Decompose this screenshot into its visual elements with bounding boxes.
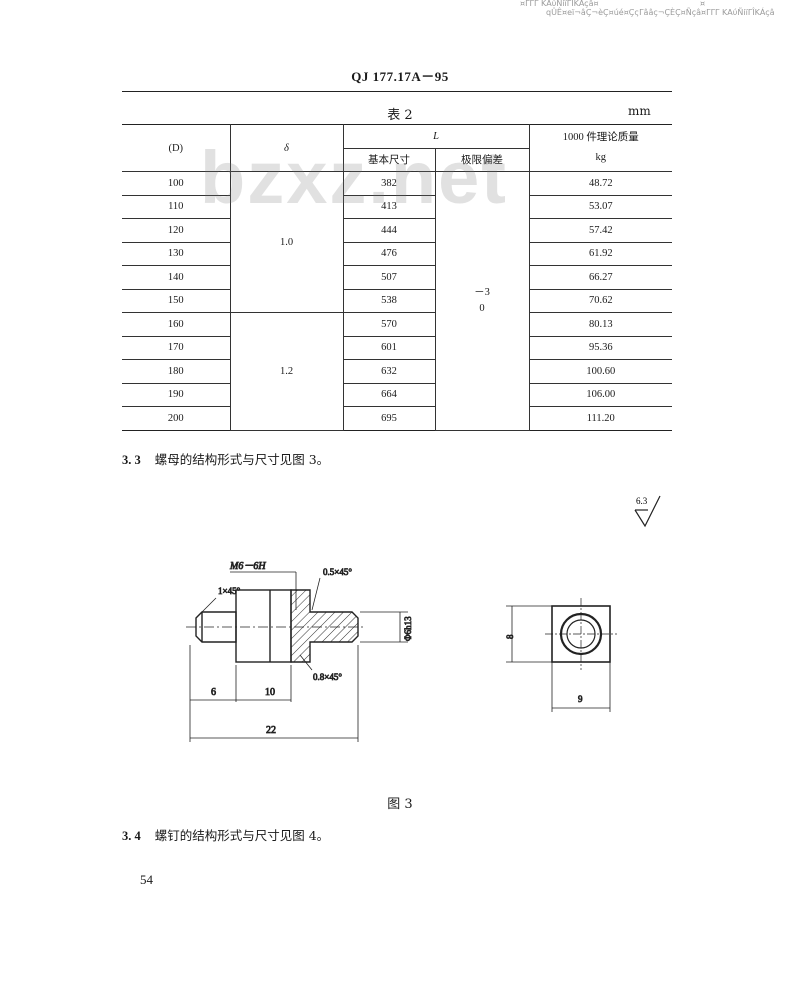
header-garbled-line1: ¤ΓΓΓ ΚΑύÑiïΓÎΚÁçâ¤ bbox=[520, 0, 599, 8]
table-row: 160 1.2 570 80.13 bbox=[122, 312, 672, 431]
cell-d: 170 bbox=[122, 335, 231, 360]
table-title: 表 2 bbox=[387, 108, 413, 123]
table-row: 190 664 106.00 bbox=[122, 382, 672, 407]
watermark: bzxz.net bbox=[200, 136, 508, 219]
deviation-lower: 0 bbox=[479, 302, 485, 314]
label-chamfer-top: 0.5×45° bbox=[323, 567, 352, 577]
section-3-4-text: 螺钉的结构形式与尺寸见图 4。 bbox=[154, 828, 330, 843]
cell-basic: 538 bbox=[342, 288, 436, 313]
label-chamfer-bottom: 0.8×45° bbox=[313, 672, 342, 682]
roughness-symbol: 6.3 bbox=[634, 495, 661, 528]
page-number: 54 bbox=[140, 872, 153, 887]
header-mass: 1000 件理论质量 kg bbox=[528, 124, 672, 172]
cell-basic: 664 bbox=[342, 382, 436, 407]
section-3-3-text: 螺母的结构形式与尺寸见图 3。 bbox=[154, 452, 330, 467]
cell-d: 150 bbox=[122, 288, 231, 313]
standard-code: QJ 177.17A－95 bbox=[351, 69, 449, 84]
cell-deviation: －3 0 bbox=[434, 171, 530, 431]
cell-basic: 444 bbox=[342, 218, 436, 243]
table-row: 140 507 66.27 bbox=[122, 265, 672, 290]
label-dim-6: 6 bbox=[211, 687, 216, 698]
header-basic: 基本尺寸 bbox=[342, 147, 436, 172]
table-row: 120 444 57.42 bbox=[122, 218, 672, 243]
cell-d: 130 bbox=[122, 241, 231, 266]
cell-basic: 413 bbox=[342, 194, 436, 219]
cell-mass: 61.92 bbox=[528, 241, 672, 266]
table-row: 150 538 70.62 bbox=[122, 288, 672, 313]
cell-d: 180 bbox=[122, 359, 231, 384]
figure-3-drawing: 6.3 M6－6H 0.5×45° 1×45° 0.8×45° Φ6h13 bbox=[186, 495, 661, 742]
section-3-4-number: 3. 4 bbox=[122, 829, 141, 843]
cell-d: 200 bbox=[122, 406, 231, 431]
cell-delta: 1.2 bbox=[229, 312, 344, 431]
dimension-table: (D) δ L 1000 件理论质量 kg 基本尺寸 极限偏差 100 1.0 … bbox=[122, 124, 672, 431]
end-view-dimensions: 8 9 bbox=[505, 605, 611, 712]
side-view-dimensions: M6－6H 0.5×45° 1×45° 0.8×45° Φ6h13 6 10 2… bbox=[189, 561, 413, 742]
table-row: 170 601 95.36 bbox=[122, 335, 672, 360]
roughness-value: 6.3 bbox=[636, 496, 648, 506]
table-row: 100 1.0 382 －3 0 48.72 bbox=[122, 171, 672, 431]
label-diameter: Φ6h13 bbox=[403, 616, 413, 641]
section-3-3-number: 3. 3 bbox=[122, 453, 141, 467]
header-mass-line1: 1000 件理论质量 bbox=[562, 132, 639, 143]
cell-basic: 632 bbox=[342, 359, 436, 384]
cell-mass: 48.72 bbox=[528, 171, 672, 196]
cell-basic: 601 bbox=[342, 335, 436, 360]
cell-mass: 95.36 bbox=[528, 335, 672, 360]
label-dim-22: 22 bbox=[266, 725, 276, 736]
section-3-4: 3. 4 螺钉的结构形式与尺寸见图 4。 bbox=[122, 825, 329, 844]
cell-mass: 57.42 bbox=[528, 218, 672, 243]
header-garbled-line2: qÛÊ¤eï¬âÇ¬èÇ¤úé¤ÇςΓââç¬ÇÈÇ¤Ñçâ¤ΓΓΓ ΚΑύÑi… bbox=[546, 8, 775, 17]
cell-mass: 53.07 bbox=[528, 194, 672, 219]
cell-d: 160 bbox=[122, 312, 231, 337]
cell-delta: 1.0 bbox=[229, 171, 344, 313]
label-chamfer-left: 1×45° bbox=[218, 586, 241, 596]
cell-mass: 66.27 bbox=[528, 265, 672, 290]
label-dim-9: 9 bbox=[578, 694, 583, 704]
cell-basic: 382 bbox=[342, 171, 436, 196]
nut-end-view bbox=[545, 598, 617, 670]
cell-basic: 476 bbox=[342, 241, 436, 266]
table-subheader-row: 基本尺寸 极限偏差 bbox=[122, 147, 672, 172]
table-row: 130 476 61.92 bbox=[122, 241, 672, 266]
cell-mass: 100.60 bbox=[528, 359, 672, 384]
table-row: 180 632 100.60 bbox=[122, 359, 672, 384]
cell-d: 100 bbox=[122, 171, 231, 196]
header-mass-line2: kg bbox=[595, 152, 607, 163]
table-unit: mm bbox=[628, 104, 651, 118]
label-dim-8: 8 bbox=[505, 634, 515, 639]
header-d: (D) bbox=[122, 124, 231, 172]
cell-mass: 70.62 bbox=[528, 288, 672, 313]
cell-d: 120 bbox=[122, 218, 231, 243]
label-thread: M6－6H bbox=[229, 561, 266, 572]
cell-mass: 106.00 bbox=[528, 382, 672, 407]
cell-d: 140 bbox=[122, 265, 231, 290]
cell-mass: 111.20 bbox=[528, 406, 672, 431]
header-garbled-mark: ¤ bbox=[700, 0, 706, 8]
cell-basic: 695 bbox=[342, 406, 436, 431]
deviation-upper: －3 bbox=[474, 286, 490, 298]
section-3-3: 3. 3 螺母的结构形式与尺寸见图 3。 bbox=[122, 449, 329, 468]
header-deviation: 极限偏差 bbox=[434, 147, 530, 172]
cell-basic: 570 bbox=[342, 312, 436, 337]
cell-mass: 80.13 bbox=[528, 312, 672, 337]
cell-d: 190 bbox=[122, 382, 231, 407]
label-dim-10: 10 bbox=[265, 687, 275, 698]
figure-caption: 图 3 bbox=[387, 797, 413, 812]
header-rule bbox=[122, 91, 672, 92]
cell-d: 110 bbox=[122, 194, 231, 219]
table-row: 200 695 111.20 bbox=[122, 406, 672, 431]
cell-basic: 507 bbox=[342, 265, 436, 290]
